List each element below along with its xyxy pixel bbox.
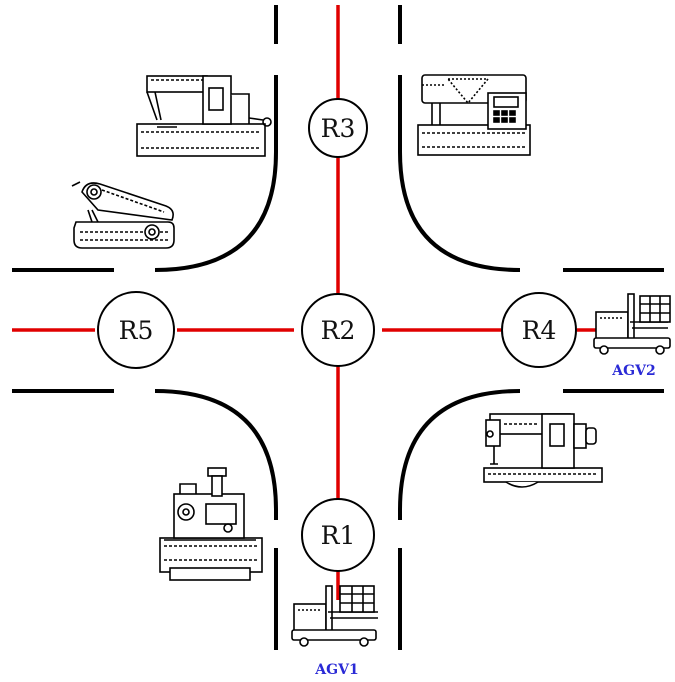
agv2-label: AGV2	[611, 363, 655, 379]
sewing-machine-icon	[159, 467, 263, 581]
node-r2[interactable]: R2	[301, 293, 375, 367]
node-label: R3	[321, 114, 356, 143]
forklift-agv-icon[interactable]	[291, 585, 378, 647]
node-r1[interactable]: R1	[301, 498, 375, 572]
wall-curve-bottom-left	[154, 389, 278, 520]
node-circle	[301, 293, 375, 367]
sewing-machine-icon	[417, 74, 531, 156]
crate-icon	[639, 295, 671, 323]
node-circle	[308, 98, 368, 158]
node-circle	[501, 292, 577, 368]
sewing-machine-icon	[483, 413, 603, 488]
crate-icon	[339, 585, 375, 613]
node-circle	[97, 291, 175, 369]
node-label: R2	[321, 316, 356, 345]
corridor-walls	[12, 5, 664, 650]
node-circle	[301, 498, 375, 572]
wall-curve-top-right	[398, 75, 521, 272]
forklift-agv-icon[interactable]	[593, 293, 671, 355]
wall-curve-bottom-right	[398, 389, 521, 520]
wall-curve-top-left	[154, 75, 278, 272]
sewing-machine-icon	[136, 75, 272, 157]
node-r5[interactable]: R5	[97, 291, 175, 369]
agv-routes	[12, 5, 598, 600]
node-r4[interactable]: R4	[501, 292, 577, 368]
node-label: R4	[522, 316, 557, 345]
node-label: R1	[321, 521, 356, 550]
sewing-machine-icon	[71, 181, 175, 249]
node-label: R5	[119, 316, 154, 345]
node-r3[interactable]: R3	[308, 98, 368, 158]
agv1-label: AGV1	[314, 662, 358, 678]
